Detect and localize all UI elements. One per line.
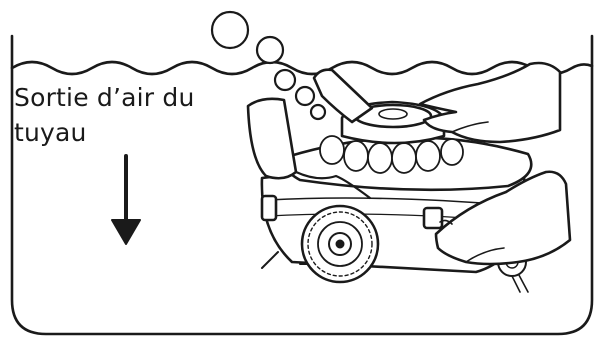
caption-line-2: tuyau (14, 115, 244, 150)
caption-line-1: Sortie d’air du (14, 80, 244, 115)
arrow-down-icon (112, 156, 140, 244)
hand-icon (420, 63, 560, 142)
water-surface-wave (12, 62, 592, 74)
caption: Sortie d’air du tuyau (14, 80, 244, 150)
